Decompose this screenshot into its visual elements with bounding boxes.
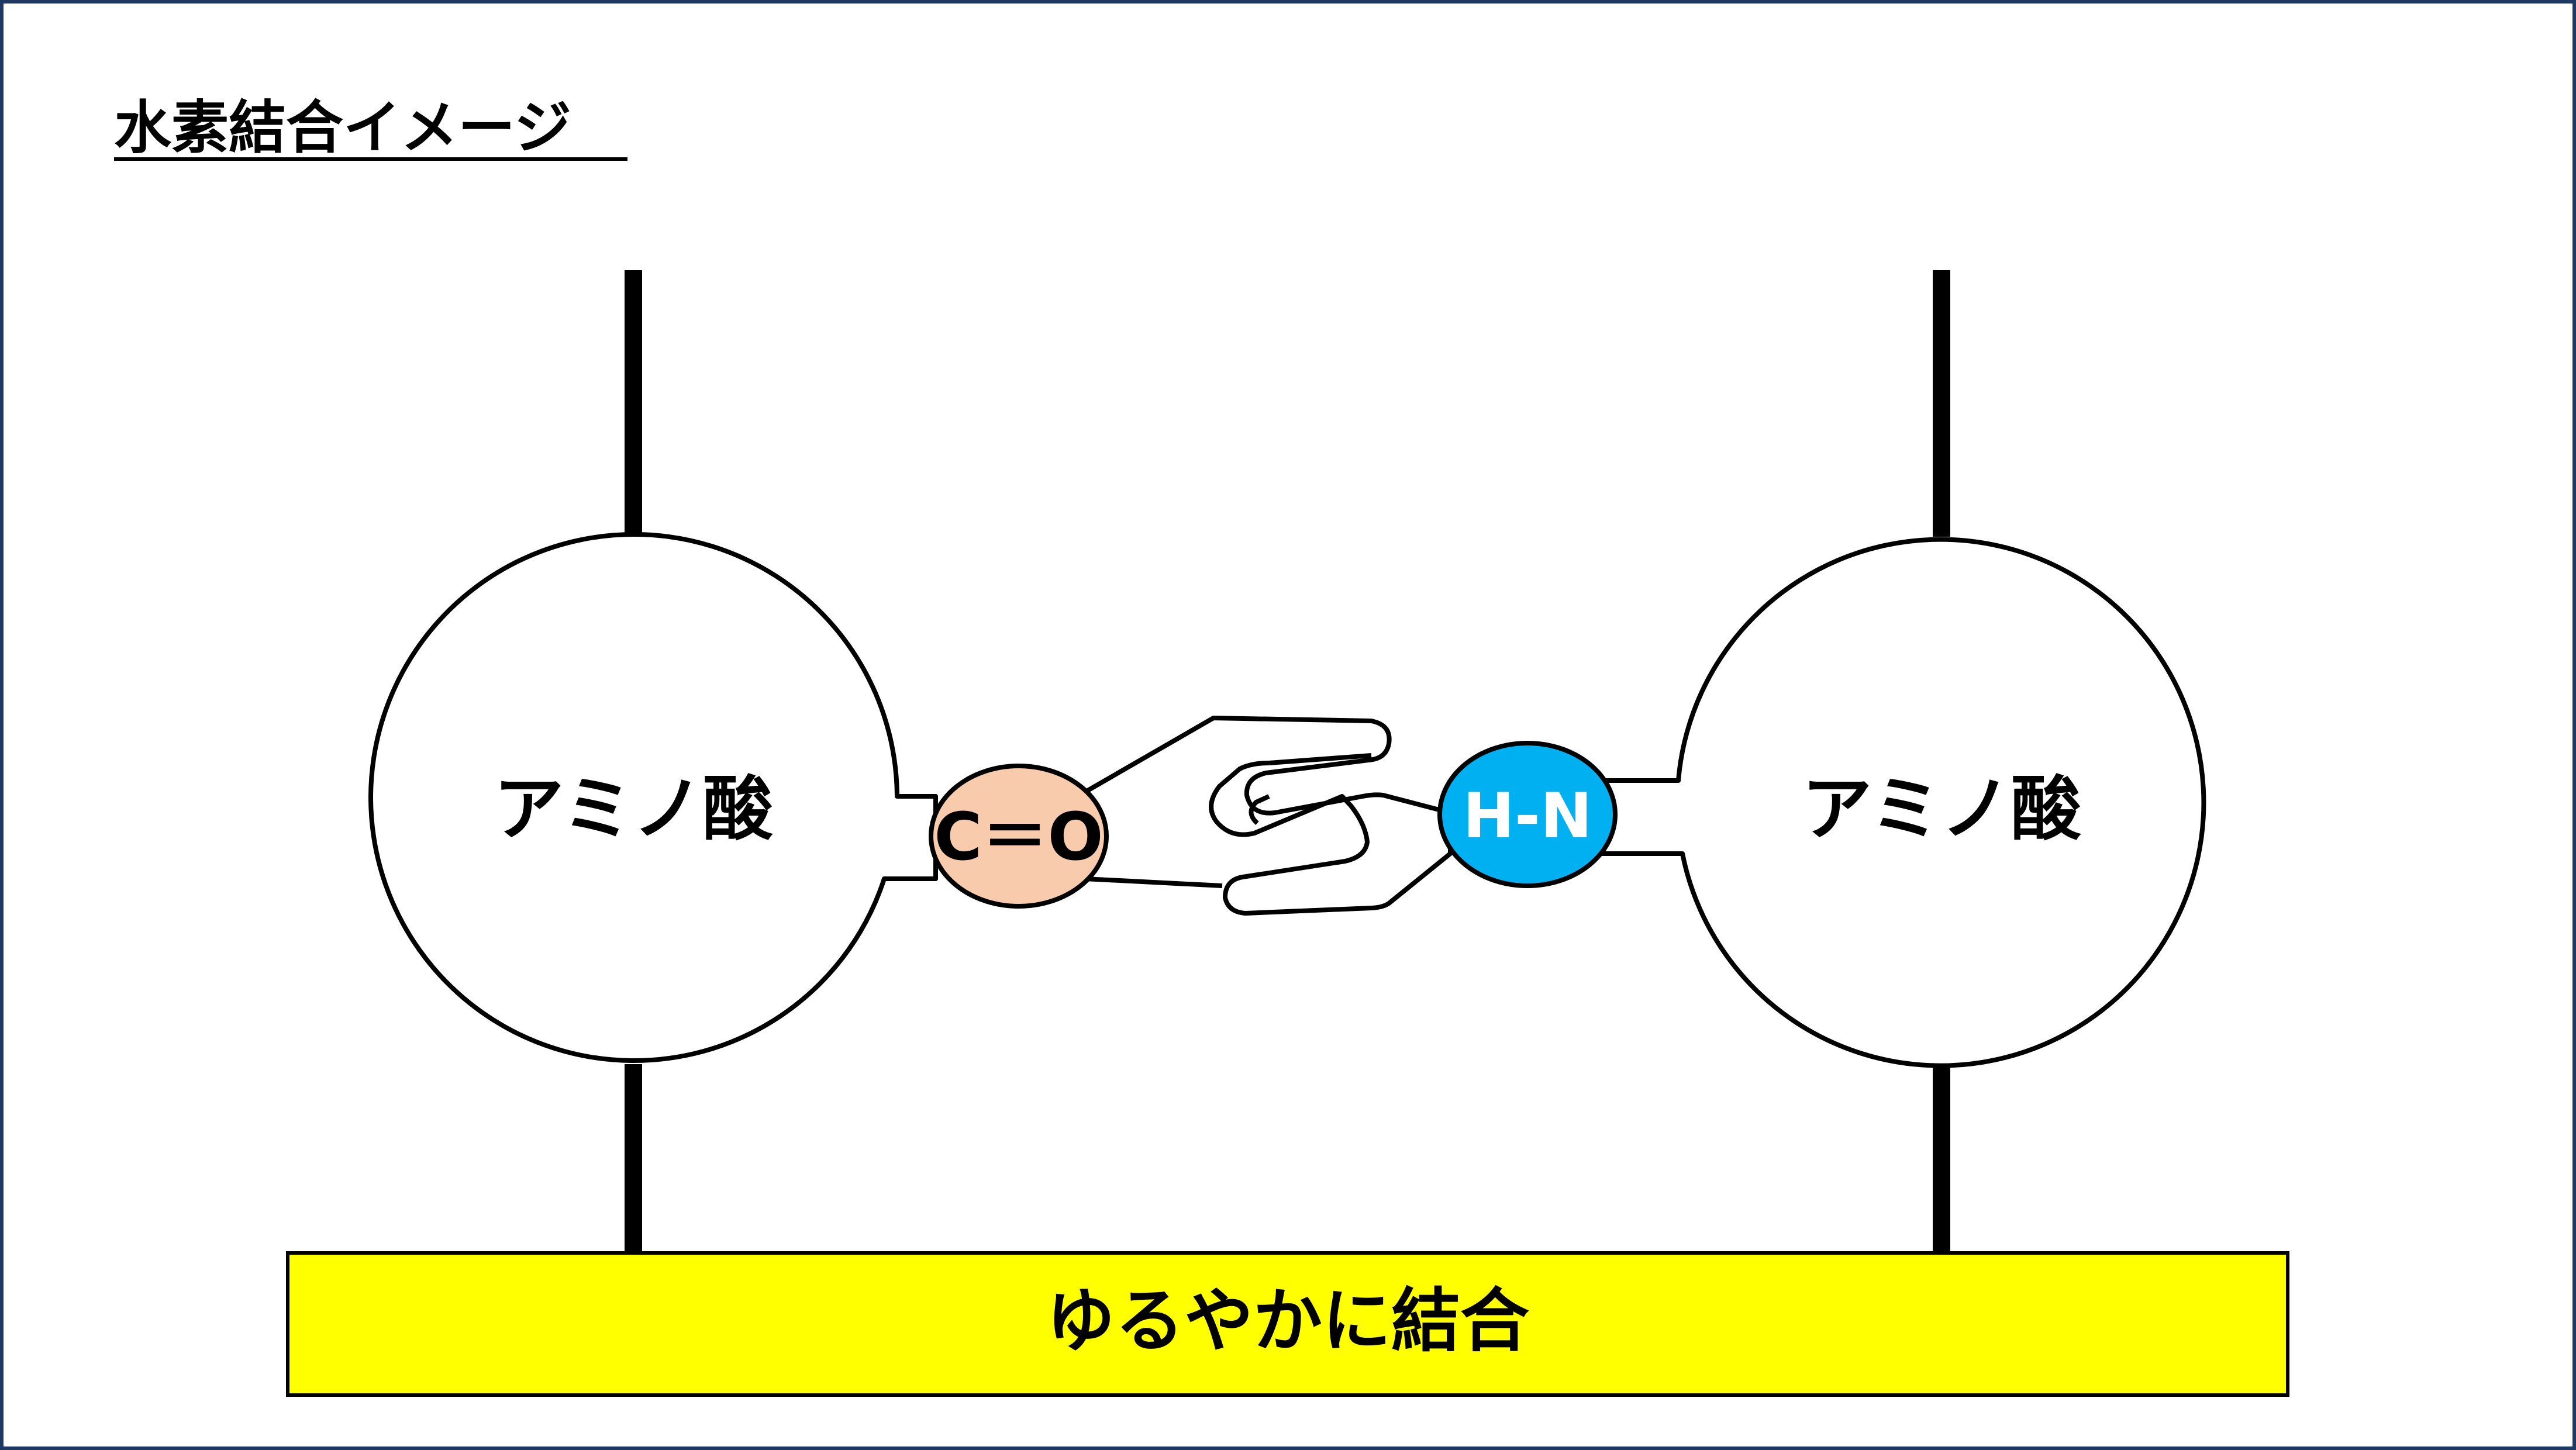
carbonyl-group-label: C＝O xyxy=(934,799,1103,875)
finger-contour-upper xyxy=(1268,753,1372,765)
left-amino-acid-label: アミノ酸 xyxy=(494,769,774,850)
carbonyl-group-oval xyxy=(929,764,1109,909)
right-amino-acid-circle xyxy=(1599,537,2206,1068)
finger-contour-lower xyxy=(1249,794,1270,825)
diagram-title: 水素結合イメージ xyxy=(114,95,571,161)
left-hand-icon xyxy=(1087,716,1453,916)
bond-banner-label: ゆるやかに結合 xyxy=(1046,1280,1529,1361)
right-amino-acid-label: アミノ酸 xyxy=(1802,769,2082,850)
amine-group-oval xyxy=(1437,741,1618,888)
bond-banner xyxy=(286,1251,2289,1397)
lower-arm xyxy=(1084,876,1223,888)
left-amino-acid-circle xyxy=(368,532,938,1064)
amine-group-label: H-N xyxy=(1463,780,1592,852)
